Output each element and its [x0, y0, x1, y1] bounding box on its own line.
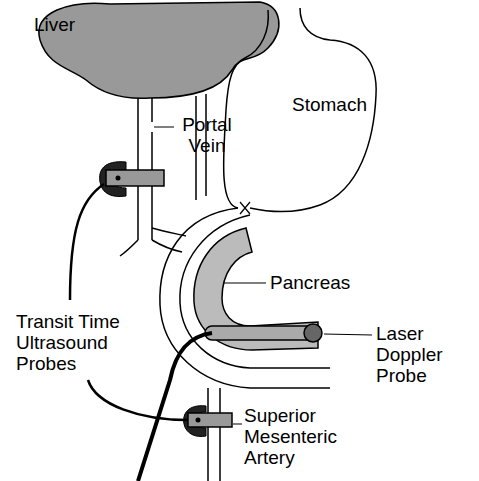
- probe-tip: [304, 324, 322, 342]
- probe-cable: [88, 380, 188, 420]
- probe-dot: [196, 418, 201, 423]
- probe-bar: [106, 170, 164, 186]
- probe-label: Laser Doppler Probe: [376, 323, 466, 386]
- pylorus-mark: [240, 202, 250, 214]
- probe-cable: [138, 333, 212, 481]
- vessel-label: Portal Vein: [176, 114, 238, 156]
- vessel-label: Superior Mesenteric Artery: [244, 405, 354, 468]
- probe-label: Transit Time Ultrasound Probes: [16, 311, 146, 374]
- duodenum: [160, 208, 330, 388]
- laser-doppler-probe: [205, 326, 320, 340]
- probe-cable: [70, 184, 104, 300]
- sma-vessel: [208, 388, 220, 481]
- organ-label: Stomach: [292, 94, 382, 115]
- probe-bar: [188, 413, 232, 427]
- probe-dot: [116, 176, 121, 181]
- organ-label: Liver: [34, 14, 94, 35]
- leader-line: [154, 127, 372, 424]
- organ-label: Pancreas: [270, 272, 360, 293]
- portal-vein: [138, 98, 152, 240]
